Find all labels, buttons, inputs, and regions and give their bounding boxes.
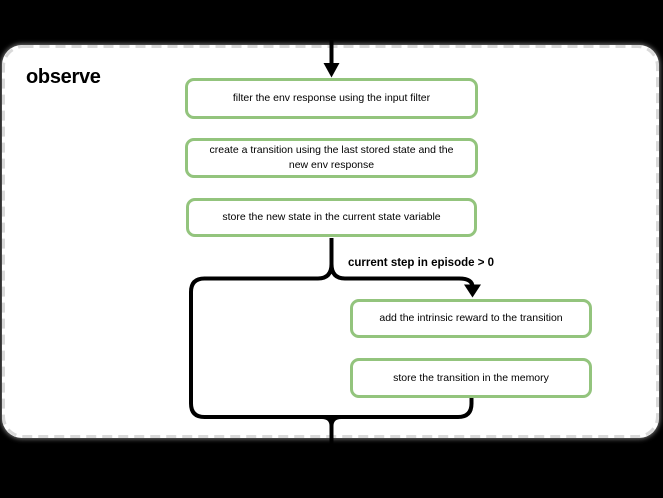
entry-arrow-head-icon [323,63,340,78]
flow-node-text: store the transition in the memory [393,371,549,384]
flow-node-text-line1: create a transition using the last store… [209,144,454,156]
flow-node-text-line2: new env response [288,159,375,171]
branch-true-line [329,263,475,288]
flow-node-text: filter the env response using the input … [232,92,431,104]
flow-node-add-intrinsic-reward: add the intrinsic reward to the transiti… [350,299,592,338]
flow-node-text: store the new state in the current state… [222,211,441,223]
branch-true-arrow-head-icon [464,284,481,298]
branch-skip-line [189,263,474,419]
branch-condition-label: current step in episode > 0 [348,257,495,269]
flow-node-filter-env-response: filter the env response using the input … [185,78,478,119]
group-title-observe: observe [26,66,101,88]
flow-node-create-transition: create a transition using the last store… [185,138,478,178]
flow-node-store-transition: store the transition in the memory [350,358,592,398]
flow-node-store-new-state: store the new state in the current state… [186,198,477,237]
flow-node-text: add the intrinsic reward to the transiti… [379,312,563,324]
